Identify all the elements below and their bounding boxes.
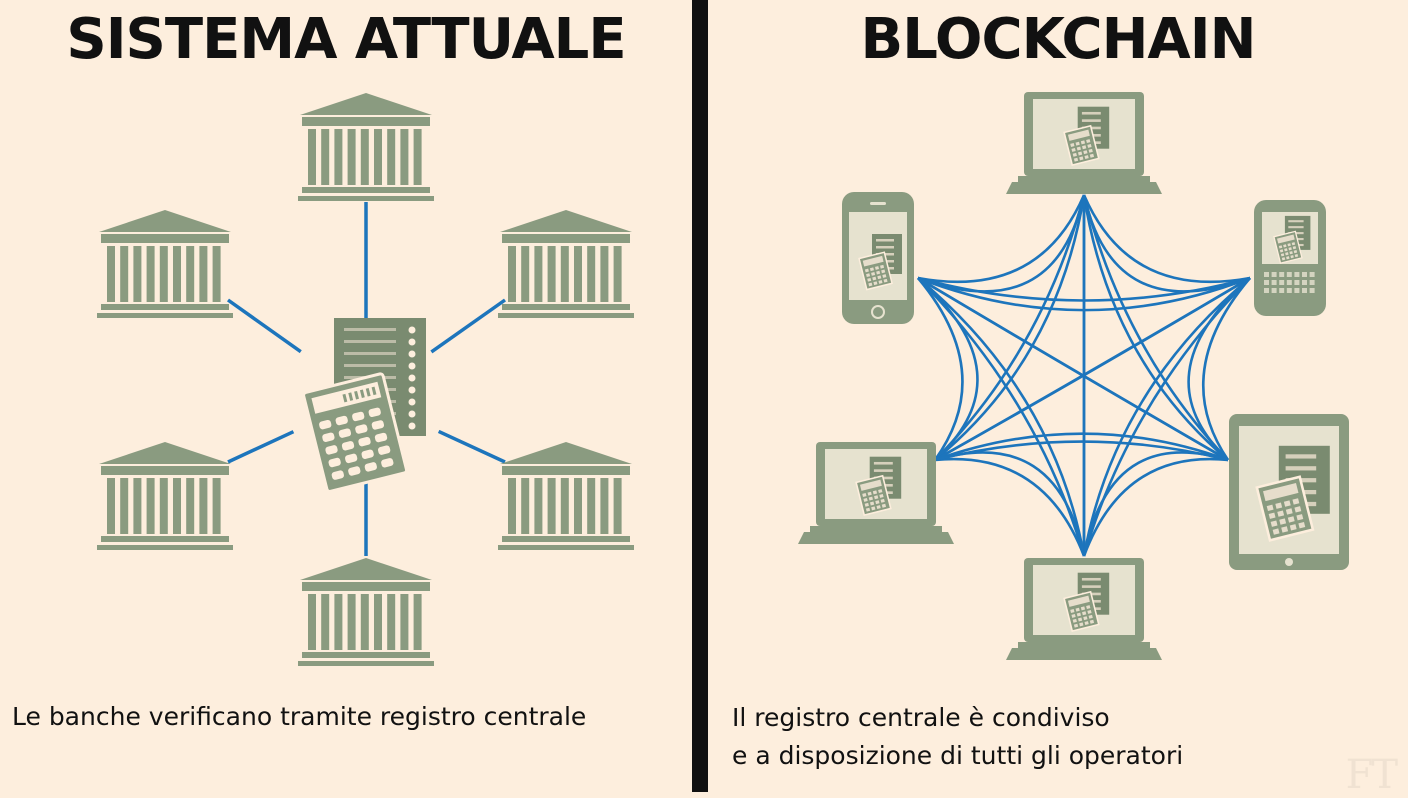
peer-link	[934, 451, 1086, 557]
blackberry-phone-icon	[1254, 200, 1326, 316]
peer-link	[1082, 277, 1251, 557]
ft-watermark: FT	[1345, 752, 1398, 798]
peer-link	[917, 277, 964, 461]
peer-link	[934, 276, 1251, 462]
peer-link	[1082, 194, 1229, 461]
right-panel: BLOCKCHAIN Il registro centrale è condiv…	[708, 0, 1408, 792]
peer-link	[1082, 457, 1229, 557]
bank-icon	[298, 93, 434, 201]
bank-icon	[498, 210, 634, 318]
peer-link	[917, 194, 1086, 284]
peer-link	[934, 194, 1086, 462]
central-ledger-diagram	[97, 93, 634, 666]
tablet-icon	[1229, 414, 1349, 570]
panel-divider	[692, 0, 708, 792]
peer-link	[934, 432, 1229, 462]
peer-link	[1082, 277, 1251, 557]
peer-link	[934, 457, 1086, 557]
link-line	[430, 298, 507, 354]
bank-icon	[298, 558, 434, 666]
ledger-links	[226, 202, 507, 556]
ledger-calculator-icon	[302, 318, 426, 493]
peer-link	[917, 277, 1086, 557]
laptop-icon	[1006, 92, 1162, 194]
link-line	[226, 298, 302, 354]
left-caption: Le banche verificano tramite registro ce…	[12, 702, 587, 731]
peer-link	[917, 276, 1229, 462]
left-title: SISTEMA ATTUALE	[66, 7, 626, 72]
right-caption-line-2: e a disposizione di tutti gli operatori	[732, 741, 1184, 770]
link-line	[227, 430, 295, 464]
peer-link	[917, 276, 1251, 312]
peer-link	[1187, 277, 1251, 461]
peer-link	[934, 440, 1229, 462]
laptop-icon	[1006, 558, 1162, 660]
blockchain-network-diagram	[798, 92, 1349, 660]
peer-link	[1202, 277, 1251, 461]
bank-icon	[97, 442, 233, 550]
right-title: BLOCKCHAIN	[860, 7, 1257, 72]
peer-connections	[917, 194, 1251, 557]
peer-link	[1082, 451, 1229, 557]
bank-icon	[498, 442, 634, 550]
peer-link	[917, 276, 1251, 302]
laptop-icon	[798, 442, 954, 544]
left-panel: SISTEMA ATTUALE Le banche verificano tra…	[0, 0, 692, 792]
peer-link	[1082, 194, 1251, 284]
link-line	[437, 429, 506, 464]
smartphone-icon	[842, 192, 914, 324]
bank-icon	[97, 210, 233, 318]
peer-link	[1082, 194, 1229, 461]
peer-link	[917, 277, 1086, 557]
right-caption-line-1: Il registro centrale è condiviso	[732, 703, 1110, 732]
